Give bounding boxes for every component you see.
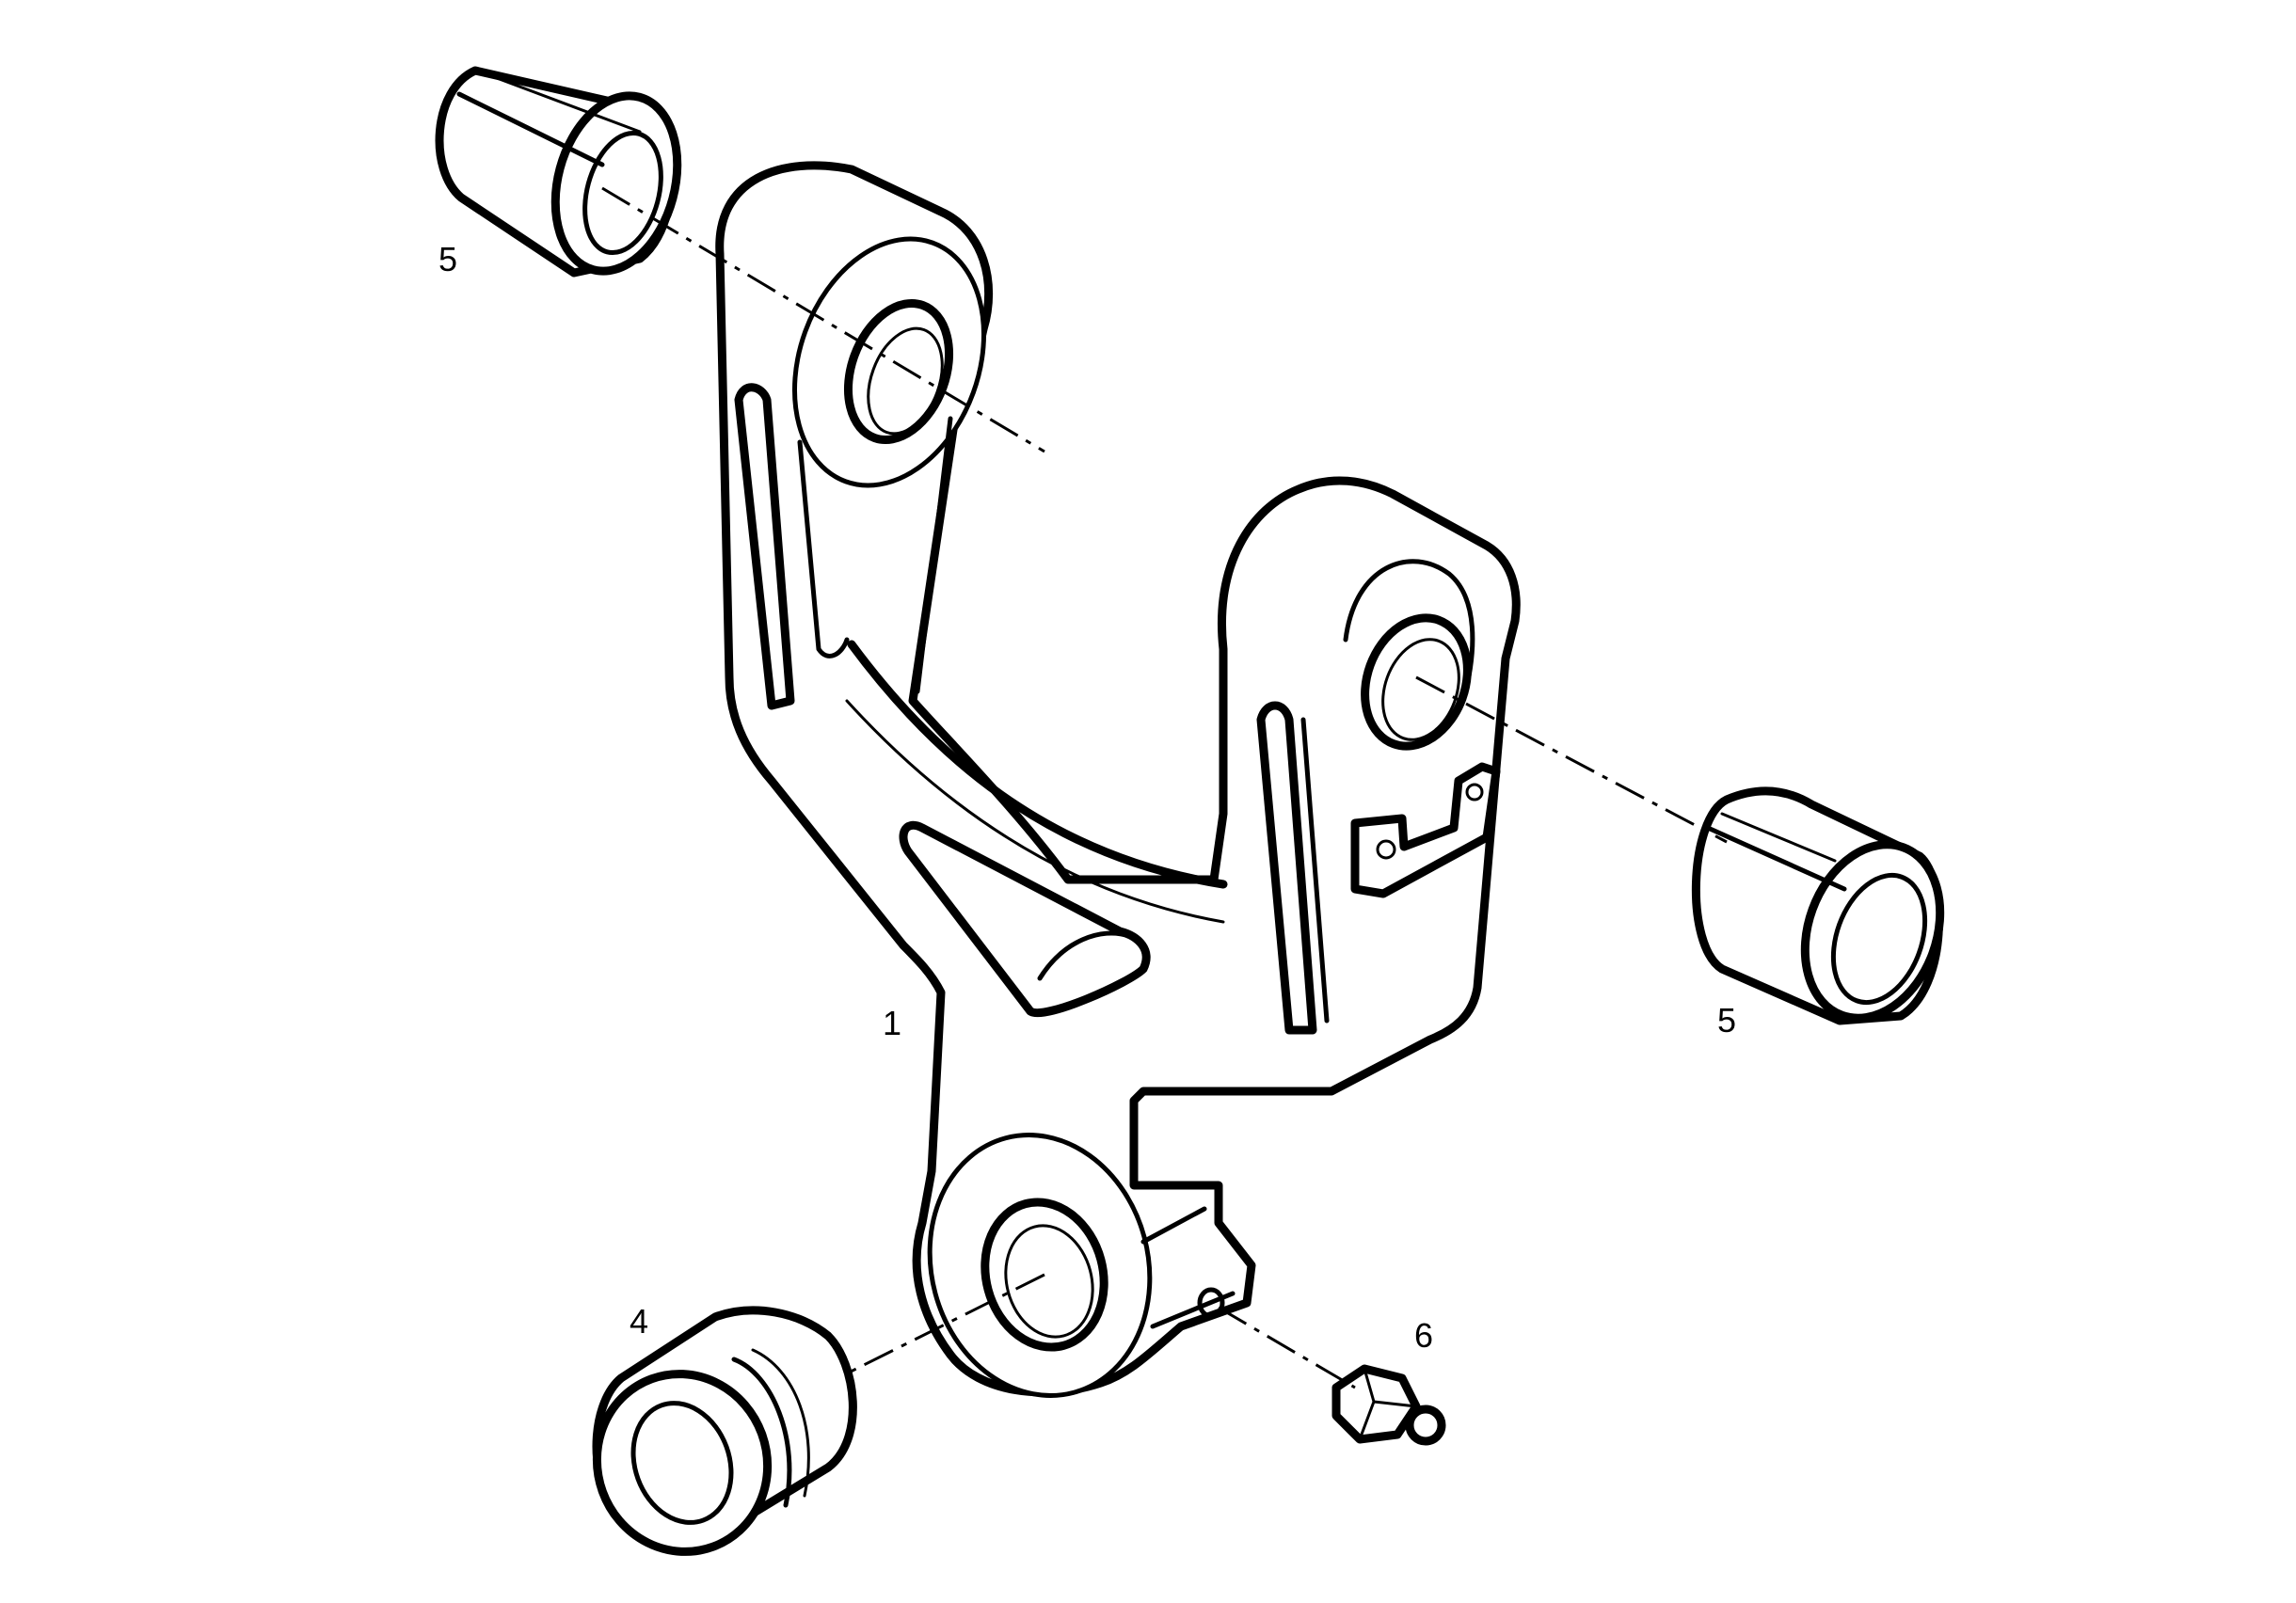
bushing-top-left-slit <box>456 91 605 167</box>
bushing-bottom-end <box>592 1370 773 1556</box>
inner-curve-web-line <box>845 699 1225 924</box>
top-eye-boss <box>791 236 987 488</box>
callout-bushing-top-left: 5 <box>438 240 457 278</box>
bushing-bottom <box>592 1306 857 1556</box>
grease-fitting-hex-face <box>1358 1367 1418 1441</box>
lock-tab-hole-2 <box>1465 783 1484 802</box>
yoke-bracket <box>715 161 1521 1398</box>
right-arm-web <box>1300 717 1330 1024</box>
right-eye-bore-inner <box>1381 638 1460 741</box>
top-eye-bore-inner <box>867 326 944 436</box>
left-arm-edge <box>915 416 953 694</box>
lock-tab <box>1350 762 1501 898</box>
bottom-eye-boss <box>927 1133 1153 1398</box>
bushing-right-slit-2 <box>1720 812 1837 863</box>
right-eye-bore <box>1361 613 1472 751</box>
bushing-top-left-slit-2 <box>487 73 642 134</box>
inner-curve-web <box>847 640 1228 889</box>
bottom-eye-bore <box>981 1198 1108 1352</box>
bushing-bottom-bore <box>630 1401 734 1525</box>
axis-right <box>1415 675 1728 844</box>
lock-tab-hole <box>1376 839 1396 860</box>
callout-bushing-bottom: 4 <box>630 1302 648 1341</box>
lower-neck-edge <box>1150 1291 1236 1329</box>
bushing-top-left <box>435 66 682 278</box>
axis-top <box>601 186 1045 453</box>
right-arm-slot <box>1256 701 1317 1035</box>
bushing-right-bore <box>1830 872 1928 1006</box>
bushing-right <box>1692 786 1945 1025</box>
bushing-right-slit <box>1705 825 1847 892</box>
callout-bushing-right: 5 <box>1717 1001 1736 1040</box>
left-arm-web <box>797 439 850 659</box>
left-arm-slot <box>734 383 795 710</box>
bushing-bottom-band <box>731 1357 792 1508</box>
bottom-eye-bore-inner <box>1004 1224 1094 1339</box>
axis-bottom <box>846 1273 1045 1375</box>
callout-grease-fitting: 6 <box>1414 1316 1433 1355</box>
grease-port <box>1197 1287 1225 1319</box>
grease-fitting-nipple <box>1405 1405 1446 1446</box>
axis-grease <box>1218 1306 1356 1389</box>
bushing-top-left-bore <box>582 130 663 256</box>
bushing-bottom-band-2 <box>751 1348 810 1498</box>
right-eye-face <box>1343 559 1475 704</box>
callout-bracket: 1 <box>883 1004 901 1042</box>
lower-triangle-slot <box>899 821 1151 1017</box>
grease-fitting <box>1331 1364 1446 1446</box>
top-eye-bore <box>843 298 954 445</box>
axis-lines <box>601 186 1728 1389</box>
lower-neck-line <box>1140 1206 1207 1245</box>
lower-triangle-inner <box>1037 930 1132 981</box>
